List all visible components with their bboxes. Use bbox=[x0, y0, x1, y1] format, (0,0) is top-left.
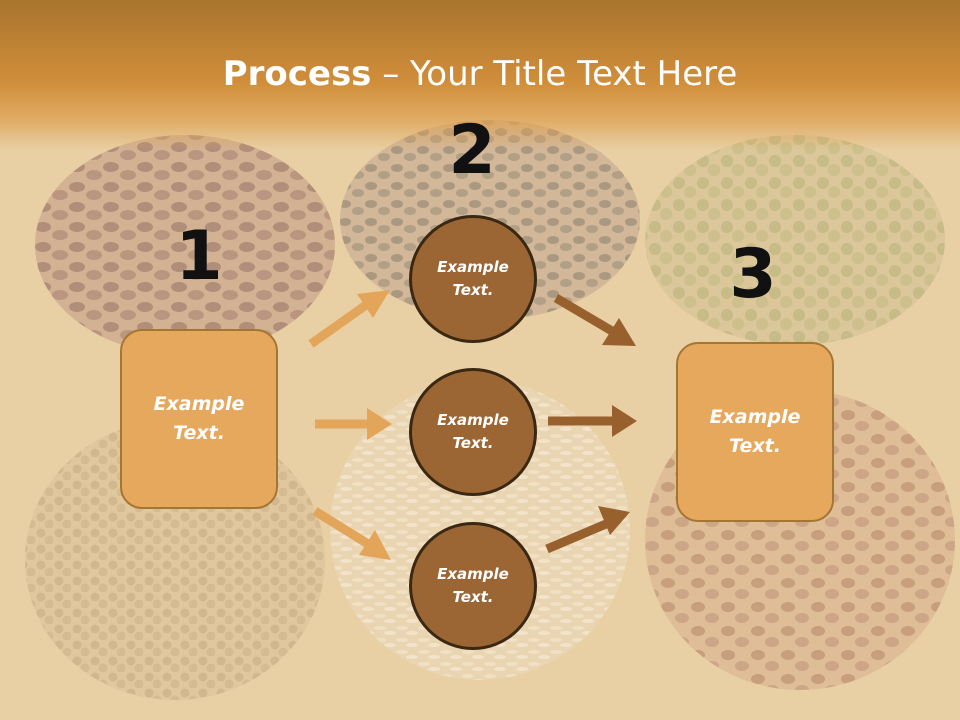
circle-middle-text: Example Text. bbox=[437, 411, 509, 452]
arrow-left-up bbox=[308, 290, 390, 348]
left-box-text: Example Text. bbox=[153, 393, 245, 444]
step-number-3: 3 bbox=[729, 235, 777, 314]
circle-middle: Example Text. bbox=[409, 368, 537, 496]
step-number-2: 2 bbox=[448, 111, 496, 190]
circle-bottom: Example Text. bbox=[409, 522, 537, 650]
arrow-right-middle bbox=[548, 405, 637, 437]
arrow-right-up bbox=[553, 294, 636, 346]
step-number-1: 1 bbox=[175, 217, 223, 296]
header-band bbox=[0, 0, 960, 150]
circle-top-text: Example Text. bbox=[437, 258, 509, 299]
arrow-left-middle bbox=[315, 408, 392, 440]
arrow-left-down bbox=[312, 507, 391, 560]
slide-title: Process – Your Title Text Here bbox=[0, 52, 960, 96]
circle-top: Example Text. bbox=[409, 215, 537, 343]
right-text-box: Example Text. bbox=[676, 342, 834, 522]
title-bold: Process bbox=[222, 54, 372, 94]
arrow-right-down bbox=[545, 506, 630, 554]
right-box-text: Example Text. bbox=[709, 406, 801, 457]
title-rest: – Your Title Text Here bbox=[371, 54, 738, 94]
circle-bottom-text: Example Text. bbox=[437, 565, 509, 606]
left-text-box: Example Text. bbox=[120, 329, 278, 509]
